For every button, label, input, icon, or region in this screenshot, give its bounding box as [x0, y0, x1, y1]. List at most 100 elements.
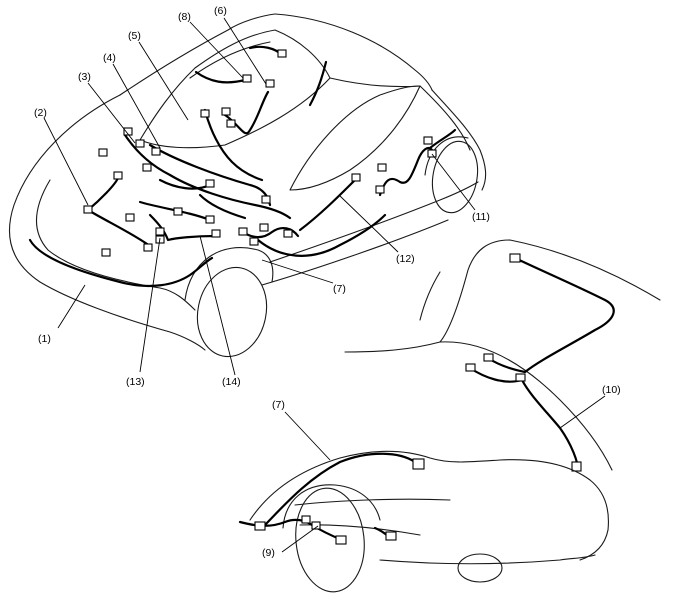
- harness-10: [468, 256, 615, 472]
- callout-5: (5): [128, 30, 141, 42]
- hatch-lower: [439, 341, 613, 471]
- harness-roof-lead: [308, 60, 328, 107]
- hatch-outline: [344, 239, 661, 353]
- callout-6: (6): [214, 5, 227, 17]
- rear-quarter-connectors: [254, 458, 425, 545]
- side-sill-lower: [261, 219, 449, 286]
- callout-8: (8): [178, 11, 191, 23]
- connector: [125, 213, 135, 222]
- hatch-edge: [419, 271, 441, 321]
- connector: [200, 109, 210, 118]
- connector: [385, 531, 397, 541]
- connector: [98, 148, 108, 157]
- leader-13: [139, 237, 161, 373]
- front-wheel-arch: [184, 247, 274, 301]
- harness-7-rear: [260, 452, 417, 530]
- connector: [205, 179, 215, 188]
- leader-10: [559, 395, 606, 429]
- hood-front-edge: [119, 13, 276, 96]
- harness-12: [298, 178, 357, 232]
- rear-quarter-arch: [282, 484, 381, 529]
- connector: [265, 79, 275, 88]
- connector: [142, 163, 152, 172]
- callout-3: (3): [78, 71, 91, 83]
- connector: [483, 353, 494, 362]
- connector: [351, 173, 361, 182]
- harness-11: [428, 128, 457, 150]
- leader-5: [138, 41, 189, 121]
- connector: [277, 49, 287, 58]
- connector: [311, 521, 321, 530]
- connector: [427, 149, 437, 158]
- leader-lines: [43, 17, 606, 553]
- front-wheel: [196, 266, 268, 358]
- connector: [261, 195, 271, 204]
- connector: [238, 227, 248, 236]
- connector: [375, 185, 385, 194]
- rear-body: [431, 89, 487, 191]
- callout-2: (2): [34, 107, 47, 119]
- front-bumper-outline: [8, 94, 206, 351]
- connector: [259, 223, 269, 232]
- rear-wheel-arch: [424, 136, 469, 176]
- callout-10: (10): [602, 384, 621, 396]
- connector: [242, 74, 252, 83]
- leader-1: [57, 284, 86, 329]
- engine-bay-loop: [123, 133, 292, 220]
- connector: [83, 205, 93, 214]
- leader-11: [431, 153, 476, 211]
- rear-quarter-wheel: [295, 487, 365, 593]
- connector: [515, 373, 526, 382]
- connector: [249, 237, 259, 246]
- leader-12: [339, 195, 399, 253]
- callout-labels: (1) (2) (3) (4) (5) (6) (8) (7) (11) (12…: [34, 5, 621, 559]
- connector: [283, 229, 293, 238]
- leader-7-rear: [284, 411, 331, 461]
- connector: [101, 248, 111, 257]
- harness-13: [148, 213, 217, 242]
- connector: [412, 458, 425, 470]
- rear-quarter-wheel-far: [457, 553, 503, 583]
- harness-1: [28, 238, 214, 288]
- callout-1: (1): [38, 333, 51, 345]
- connector: [211, 229, 221, 238]
- harness-8: [194, 45, 284, 84]
- leader-7-front: [261, 259, 334, 284]
- windshield-outline: [139, 29, 331, 149]
- harness-rear-side: [378, 146, 434, 197]
- callout-9: (9): [262, 547, 275, 559]
- callout-14: (14): [222, 376, 241, 388]
- rear-quarter-outline: [249, 450, 609, 561]
- callout-7-rear: (7): [272, 399, 285, 411]
- leader-8: [189, 21, 244, 79]
- connector: [226, 119, 236, 128]
- roof-line: [274, 13, 433, 91]
- callout-12: (12): [396, 253, 415, 265]
- roof-rear: [329, 77, 421, 88]
- harness-dash-upper: [203, 108, 264, 182]
- connector: [155, 227, 165, 236]
- connector: [221, 107, 231, 116]
- callout-4: (4): [103, 52, 116, 64]
- front-connectors: [83, 49, 437, 257]
- connector: [335, 535, 347, 545]
- connector: [173, 207, 183, 216]
- connector: [135, 139, 145, 148]
- bumper-inner-line: [36, 179, 196, 311]
- leader-4: [112, 63, 161, 149]
- leader-6: [223, 17, 267, 85]
- connector: [254, 521, 266, 531]
- leader-2: [43, 117, 89, 206]
- leader-9: [281, 525, 319, 553]
- connector: [205, 215, 215, 224]
- connector: [113, 171, 123, 180]
- front-car-body: [8, 13, 487, 358]
- leader-14: [199, 235, 236, 376]
- connector: [571, 461, 582, 472]
- side-sill: [269, 181, 479, 263]
- rear-wheel: [431, 140, 479, 214]
- connector: [377, 163, 387, 172]
- connector: [423, 136, 433, 145]
